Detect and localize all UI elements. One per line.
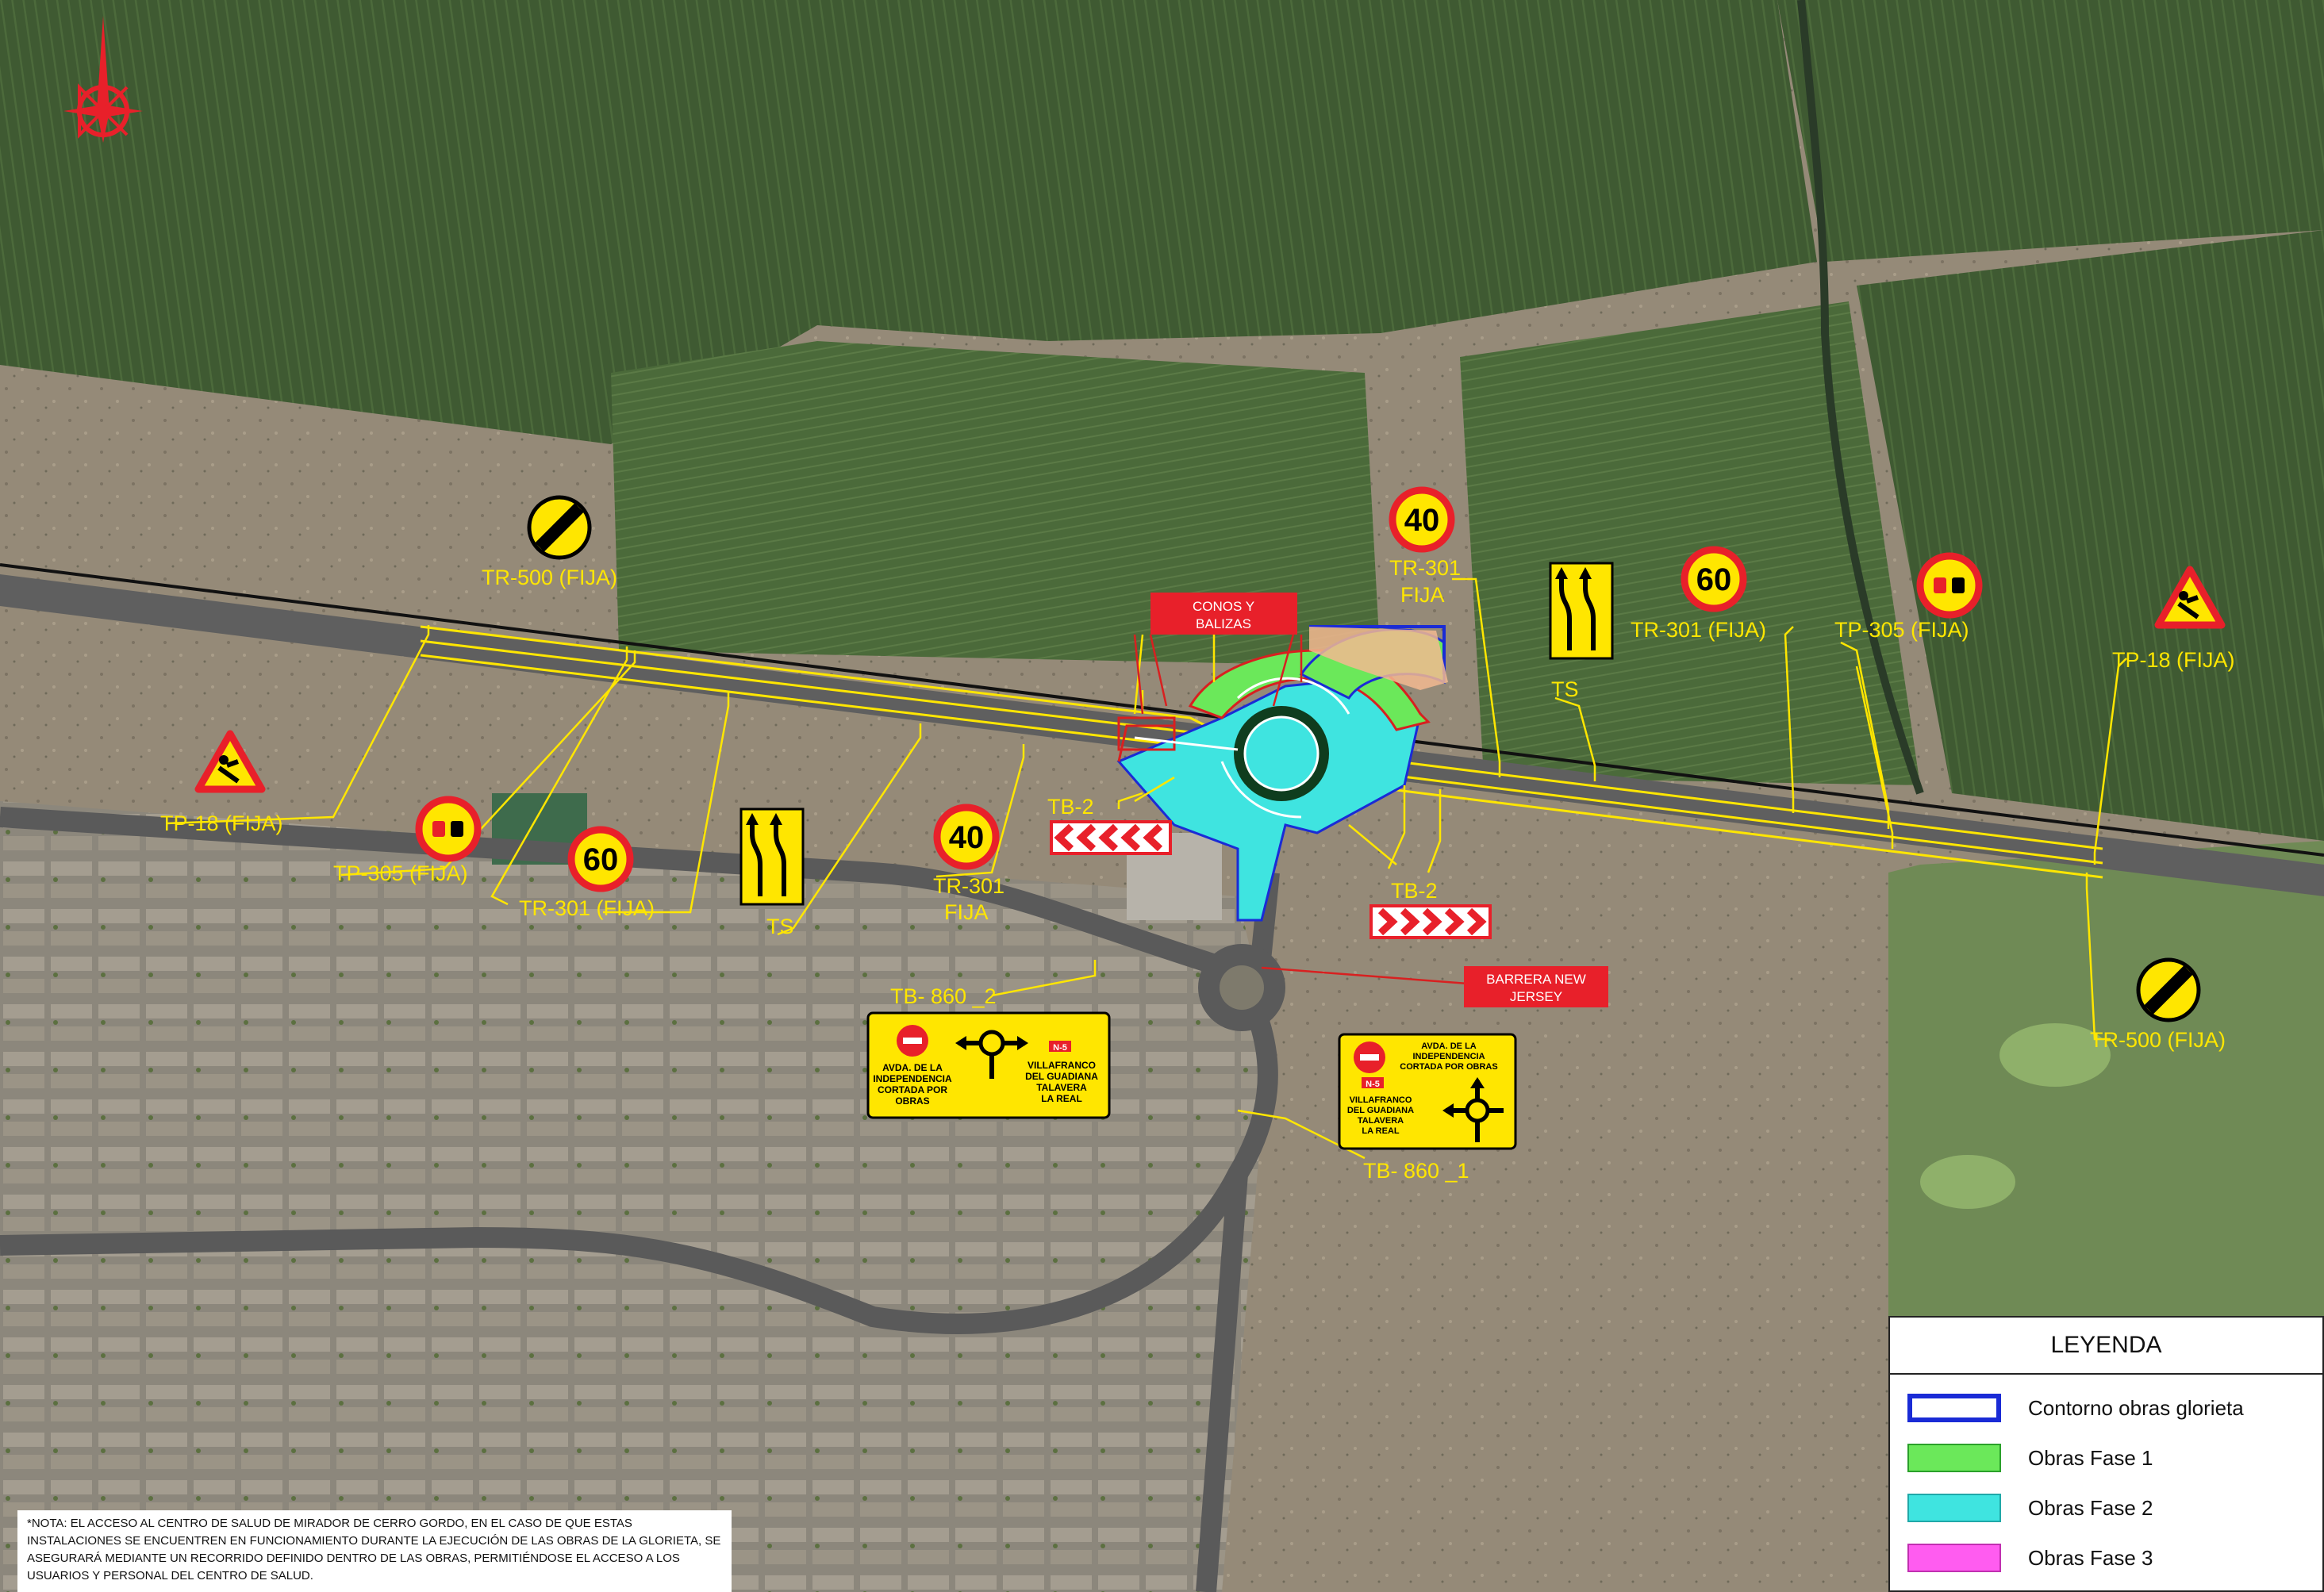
roundabout-icon (1442, 1077, 1504, 1142)
info-panel-tb860-2: AVDA. DE LA INDEPENDENCIA CORTADA POR OB… (866, 1011, 1111, 1119)
svg-text:N-5: N-5 (1366, 1080, 1380, 1089)
label-tp305-right: TP-305 (FIJA) (1834, 618, 1969, 642)
svg-text:DEL GUADIANA: DEL GUADIANA (1025, 1071, 1098, 1082)
svg-text:TALAVERA: TALAVERA (1358, 1116, 1404, 1126)
urban-area (0, 801, 1270, 1592)
end-of-restriction-icon (2136, 957, 2201, 1022)
svg-text:INDEPENDENCIA: INDEPENDENCIA (1412, 1052, 1485, 1061)
legend-item-fase1: Obras Fase 1 (1907, 1440, 2153, 1475)
label-tb860-2: TB- 860 _2 (890, 984, 997, 1008)
crop-field (1857, 230, 2324, 841)
svg-text:OBRAS: OBRAS (895, 1095, 929, 1107)
svg-text:AVDA. DE LA: AVDA. DE LA (882, 1062, 943, 1073)
end-of-restriction-icon (527, 495, 592, 560)
label-tb860-1: TB- 860 _1 (1363, 1159, 1469, 1183)
label-ts-left: TS (766, 915, 794, 938)
info-panel-tb860-1: AVDA. DE LA INDEPENDENCIA CORTADA POR OB… (1338, 1033, 1517, 1150)
svg-text:LA REAL: LA REAL (1041, 1093, 1082, 1104)
legend-swatch-contorno (1907, 1394, 2001, 1422)
main-road (0, 574, 2324, 896)
speed-limit-60-sign: 60 (567, 826, 634, 892)
svg-text:DEL GUADIANA: DEL GUADIANA (1347, 1106, 1414, 1115)
legend-item-fase3: Obras Fase 3 (1907, 1540, 2153, 1575)
golf-course (1888, 841, 2324, 1317)
crop-field (1460, 301, 1920, 785)
label-tr301-left: TR-301 (FIJA) (519, 896, 655, 920)
label-tr301-top-b: FIJA (1400, 583, 1445, 607)
label-tr301-right: TR-301 (FIJA) (1631, 618, 1766, 642)
roadworks-icon (2154, 566, 2226, 629)
golf-green (1920, 1155, 2015, 1209)
contorno-obras (1309, 625, 1446, 674)
svg-text:VILLAFRANCO: VILLAFRANCO (1350, 1095, 1412, 1105)
legend: LEYENDA Contorno obras glorieta Obras Fa… (1888, 1316, 2324, 1592)
label-tr301-mid-b: FIJA (944, 900, 989, 924)
legend-swatch-fase2 (1907, 1494, 2001, 1522)
svg-text:LA REAL: LA REAL (1362, 1126, 1400, 1136)
speed-limit-40-sign: 40 (933, 804, 1000, 870)
crop-field (0, 0, 1047, 444)
speed-limit-40-sign: 40 (1389, 486, 1455, 553)
roundabout-works[interactable] (1116, 625, 1448, 922)
svg-text:CONOS Y: CONOS Y (1193, 599, 1254, 614)
no-overtaking-icon (1916, 552, 1983, 619)
svg-text:CORTADA POR OBRAS: CORTADA POR OBRAS (1400, 1062, 1497, 1072)
callout-conos-balizas: CONOS Y BALIZAS (1150, 593, 1297, 635)
label-tr500-right: TR-500 (FIJA) (2090, 1028, 2226, 1052)
label-tp18-right: TP-18 (FIJA) (2112, 648, 2235, 672)
legend-title: LEYENDA (1890, 1318, 2322, 1375)
label-tp18-left: TP-18 (FIJA) (160, 811, 283, 835)
svg-text:TALAVERA: TALAVERA (1036, 1082, 1087, 1093)
lane-shift-icon (739, 808, 805, 906)
legend-item-contorno: Contorno obras glorieta (1907, 1391, 2244, 1425)
label-tr301-mid-a: TR-301 (933, 874, 1005, 898)
svg-text:CORTADA POR: CORTADA POR (878, 1084, 947, 1095)
label-tb2-right: TB-2 (1391, 879, 1438, 903)
lane-shift-icon (1549, 562, 1614, 660)
no-overtaking-icon (415, 796, 482, 862)
legend-swatch-fase1 (1907, 1444, 2001, 1472)
svg-text:N-5: N-5 (1053, 1043, 1067, 1053)
label-tr301-top-a: TR-301 (1389, 556, 1461, 580)
label-tr500-left: TR-500 (FIJA) (482, 566, 617, 589)
red-leader-lines (1133, 634, 1469, 985)
svg-text:INDEPENDENCIA: INDEPENDENCIA (873, 1073, 952, 1084)
golf-green (1999, 1023, 2111, 1087)
label-tb2-left: TB-2 (1047, 795, 1094, 819)
svg-text:BALIZAS: BALIZAS (1196, 616, 1251, 631)
label-tp305-left: TP-305 (FIJA) (333, 861, 468, 885)
speed-value: 40 (949, 820, 985, 855)
speed-limit-60-sign: 60 (1681, 546, 1747, 612)
no-entry-icon (1354, 1042, 1385, 1073)
speed-value: 60 (583, 842, 619, 877)
svg-text:VILLAFRANCO: VILLAFRANCO (1028, 1060, 1096, 1071)
speed-value: 60 (1696, 562, 1732, 597)
legend-item-fase2: Obras Fase 2 (1907, 1490, 2153, 1525)
note-box: *NOTA: EL ACCESO AL CENTRO DE SALUD DE M… (17, 1510, 732, 1592)
legend-swatch-fase3 (1907, 1544, 2001, 1572)
roadworks-icon (194, 730, 266, 793)
svg-text:JERSEY: JERSEY (1510, 989, 1562, 1004)
crop-field (1777, 0, 2324, 262)
chevron-barrier-left (1050, 820, 1172, 855)
callout-barrera-new-jersey: BARRERA NEW JERSEY (1464, 966, 1608, 1007)
speed-value: 40 (1404, 503, 1440, 538)
leader-lines (166, 577, 2127, 1160)
roundabout-icon (955, 1030, 1028, 1079)
svg-text:BARRERA NEW: BARRERA NEW (1486, 972, 1586, 987)
crop-field (1016, 0, 1817, 341)
chevron-barrier-right (1369, 904, 1492, 939)
crop-field (611, 341, 1381, 666)
north-arrow-icon (63, 16, 143, 143)
fase3-area (1309, 627, 1448, 690)
no-entry-icon (897, 1025, 928, 1057)
svg-text:AVDA. DE LA: AVDA. DE LA (1421, 1042, 1477, 1051)
label-ts-right: TS (1551, 677, 1579, 701)
